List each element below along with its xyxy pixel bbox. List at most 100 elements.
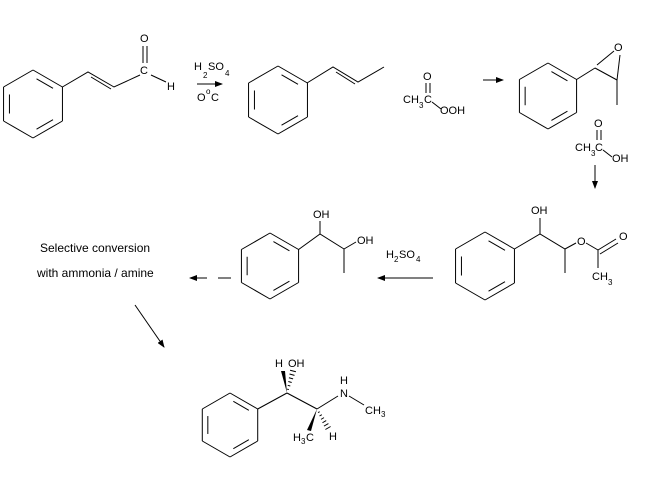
oh-bond: [343, 241, 357, 250]
ring-bond: [277, 65, 308, 84]
hash-line: [319, 414, 323, 417]
wedge-bond: [281, 371, 287, 393]
atom-oh-1: OH: [313, 209, 330, 221]
ring-double-bond: [233, 439, 250, 450]
carbonyl-bond: [597, 238, 617, 251]
ring-bond: [519, 112, 549, 130]
ring-double-bond: [281, 115, 299, 126]
peracetic-acid: O CH 3 C OOH: [403, 71, 465, 117]
atom-ch: CH: [365, 405, 381, 417]
bond: [576, 67, 596, 80]
ring-bond: [229, 392, 258, 410]
ring-double-bond: [273, 241, 290, 252]
atom-h3c-c: C: [306, 432, 314, 444]
benzene-ring-ephedrine: [201, 392, 259, 458]
atom-oh: OH: [288, 358, 305, 370]
ring-double-bond: [233, 400, 250, 411]
chain-bond: [62, 71, 141, 88]
reagent-so: SO: [208, 61, 224, 73]
ring-bond: [32, 69, 63, 88]
bond: [602, 149, 613, 158]
hash-line: [288, 381, 292, 383]
atom-o: O: [594, 118, 603, 130]
atom-ch: CH: [575, 142, 591, 154]
propenylbenzene-molecule: [306, 66, 385, 85]
atom-o: O: [614, 42, 623, 54]
bond: [431, 101, 442, 110]
reagent-sub2: 2: [203, 71, 208, 80]
atom-c: C: [595, 142, 603, 154]
chain-bond: [514, 233, 577, 250]
hydrolysis-step: H 2 SO 4: [377, 249, 433, 281]
hash-line: [288, 377, 294, 380]
ring-bond: [519, 62, 549, 80]
step1-conditions: H 2 SO 4 O o C: [194, 61, 230, 104]
ring-bond: [229, 440, 258, 458]
reagent-so: SO: [399, 249, 415, 261]
ring-double-bond: [488, 240, 506, 251]
ring-bond: [277, 116, 308, 135]
atom-h: H: [167, 81, 175, 93]
atom-sub3: 3: [381, 410, 386, 419]
hash-line: [325, 426, 331, 430]
bond: [257, 392, 288, 410]
hashed-bond: [286, 369, 297, 391]
bond: [594, 67, 618, 81]
double-bond: [90, 76, 112, 90]
ring-bond: [248, 116, 279, 135]
ring-bond: [241, 232, 271, 250]
ring-bond: [269, 232, 299, 250]
wedge-bond: [307, 409, 317, 431]
temp-o: O: [197, 92, 206, 104]
atom-h-top: H: [275, 358, 283, 370]
ring-bond: [547, 112, 577, 130]
ring-bond: [3, 69, 34, 88]
hash-line: [287, 384, 291, 387]
ring-double-bond: [36, 78, 54, 89]
ring-bond: [455, 231, 486, 250]
ring-double-bond: [273, 280, 290, 291]
atom-n: N: [340, 388, 348, 400]
atom-nh: H: [340, 375, 348, 387]
conversion-note-line2: with ammonia / amine: [36, 266, 154, 280]
degree-sign: o: [206, 87, 211, 96]
bond: [316, 395, 339, 410]
benzene-ring-propenylbenzene: [248, 65, 308, 135]
chain-bond: [306, 66, 385, 84]
atom-h-bottom: H: [329, 431, 337, 443]
atom-c: C: [424, 94, 432, 106]
atom-o: O: [423, 71, 432, 83]
diol-molecule: OH OH: [298, 209, 374, 273]
ring-bond: [547, 62, 577, 80]
hash-line: [289, 369, 297, 373]
cinnamaldehyde-molecule: O C H: [62, 33, 175, 93]
benzene-ring-epoxide: [518, 62, 578, 130]
atom-h3c-h: H: [293, 432, 301, 444]
hash-line: [322, 420, 327, 424]
ring-bond: [484, 231, 515, 250]
ring-bond: [455, 282, 486, 301]
ester-molecule: OH O O CH 3: [514, 205, 628, 287]
atom-ooh: OOH: [440, 105, 465, 117]
atom-o: O: [140, 33, 149, 45]
hashed-bond: [317, 411, 331, 430]
bond: [585, 242, 599, 251]
temp-c: C: [211, 92, 219, 104]
ring-bond: [269, 282, 299, 300]
chain-bond: [298, 233, 345, 250]
bond: [286, 392, 318, 410]
conversion-note-line1: Selective conversion: [40, 241, 150, 255]
bond: [348, 395, 365, 406]
ring-double-bond: [488, 281, 506, 292]
bond: [596, 50, 615, 66]
atom-c: C: [140, 65, 148, 77]
reaction-arrow-diagonal: [134, 304, 165, 348]
ring-bond: [202, 392, 231, 410]
atom-o-ether: O: [577, 236, 586, 248]
atom-oh: OH: [612, 153, 629, 165]
reagent-h: H: [194, 61, 202, 73]
ring-bond: [241, 282, 271, 300]
atom-ch: CH: [403, 94, 419, 106]
